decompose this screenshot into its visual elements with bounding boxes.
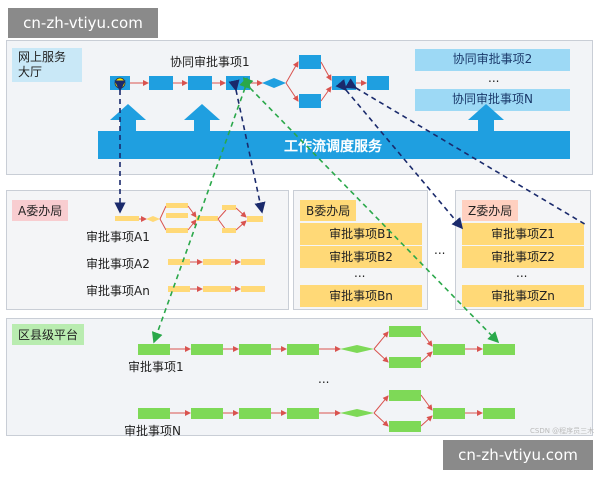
flow-an bbox=[168, 286, 265, 292]
watermark-bottom: cn-zh-vtiyu.com bbox=[443, 440, 593, 470]
online-service-hall-title: 网上服务大厅 bbox=[12, 48, 82, 82]
flow-district-n bbox=[138, 390, 515, 432]
flow-district-1 bbox=[138, 326, 515, 368]
flow-a1 bbox=[115, 203, 263, 233]
top-flow bbox=[110, 55, 389, 108]
district-item-n: 审批事项N bbox=[124, 424, 181, 438]
watermark-top: cn-zh-vtiyu.com bbox=[8, 8, 158, 38]
district-ellipsis: ... bbox=[318, 372, 330, 386]
item-a2: 审批事项A2 bbox=[86, 257, 150, 271]
collab-item-2: 协同审批事项2 bbox=[415, 49, 570, 71]
item-an: 审批事项An bbox=[86, 284, 150, 298]
district-item-1: 审批事项1 bbox=[128, 360, 184, 374]
agency-a-title: A委办局 bbox=[12, 200, 69, 221]
credit-text: CSDN @程序员三木 bbox=[530, 427, 595, 435]
flow-label-1: 协同审批事项1 bbox=[170, 55, 250, 69]
z-ellipsis: ... bbox=[516, 266, 528, 280]
item-a1: 审批事项A1 bbox=[86, 230, 150, 244]
navy-dashed-connectors bbox=[114, 78, 589, 230]
district-title: 区县级平台 bbox=[12, 324, 85, 345]
service-up-arrows bbox=[110, 104, 504, 131]
